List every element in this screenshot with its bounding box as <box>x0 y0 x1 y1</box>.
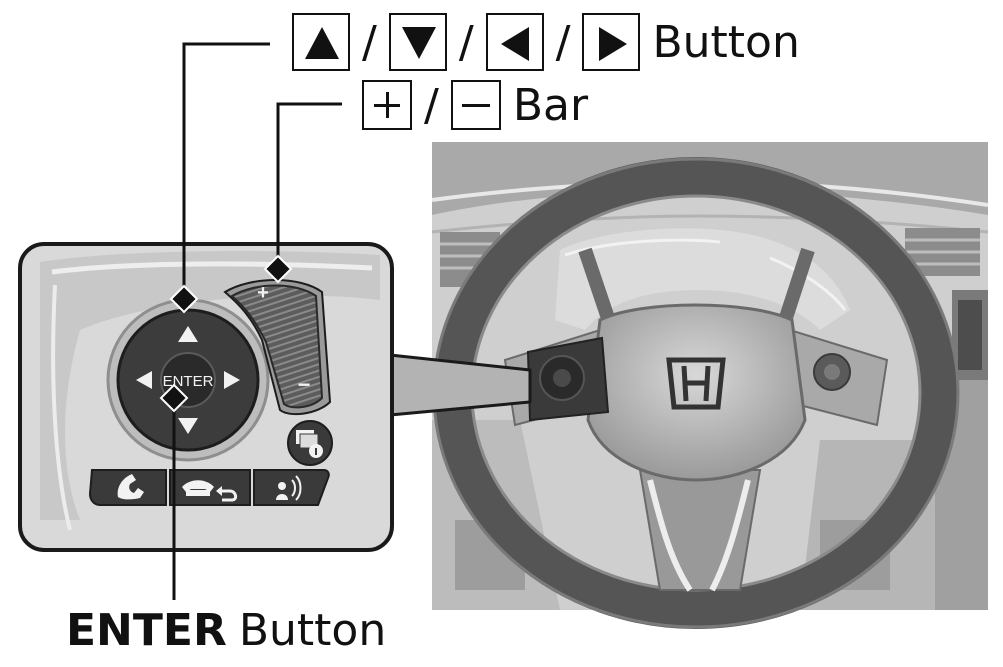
left-arrow-icon[interactable] <box>136 371 152 389</box>
slash-separator: / <box>555 16 571 68</box>
volume-bar[interactable] <box>230 284 324 409</box>
switch-panel-closeup: ENTER + − <box>18 242 394 552</box>
arrows-marker <box>169 284 199 314</box>
callout-leaders <box>172 42 342 600</box>
enter-bold-text: ENTER <box>66 604 227 656</box>
callout-markers <box>159 254 293 413</box>
enter-button-text: Button <box>238 604 387 656</box>
slash-separator: / <box>362 16 377 68</box>
arrows-leader-line <box>182 42 270 298</box>
steering-wheel-photo <box>431 142 989 629</box>
right-arrow-icon[interactable] <box>224 371 240 389</box>
bar-marker <box>263 254 293 284</box>
phone-hangup-back-icon <box>182 480 238 502</box>
enter-button-callout: ENTER Button <box>66 600 386 660</box>
up-triangle-symbol <box>292 13 350 71</box>
plus-symbol <box>362 80 412 130</box>
down-triangle-symbol <box>388 13 447 71</box>
down-arrow-icon[interactable] <box>178 418 198 434</box>
bar-text: Bar <box>512 79 589 131</box>
voice-command-button[interactable] <box>253 469 330 506</box>
up-arrow-icon[interactable] <box>178 326 198 342</box>
arrows-button-text: Button <box>652 16 800 68</box>
bar-leader-line <box>276 102 342 268</box>
slash-separator: / <box>458 16 474 68</box>
phone-pickup-icon <box>117 474 144 500</box>
honda-logo <box>666 357 726 410</box>
minus-symbol <box>450 80 501 130</box>
display-info-button[interactable] <box>287 420 333 466</box>
slash-separator: / <box>424 79 439 131</box>
enter-marker <box>159 383 189 413</box>
right-triangle-symbol <box>582 13 641 71</box>
voice-command-icon <box>276 475 302 501</box>
left-triangle-symbol <box>485 13 544 71</box>
arrows-button-callout: / / / Button <box>292 12 800 72</box>
volume-bar-callout: / Bar <box>362 76 588 134</box>
minus-icon: − <box>298 372 311 397</box>
plus-icon: + <box>257 282 269 304</box>
